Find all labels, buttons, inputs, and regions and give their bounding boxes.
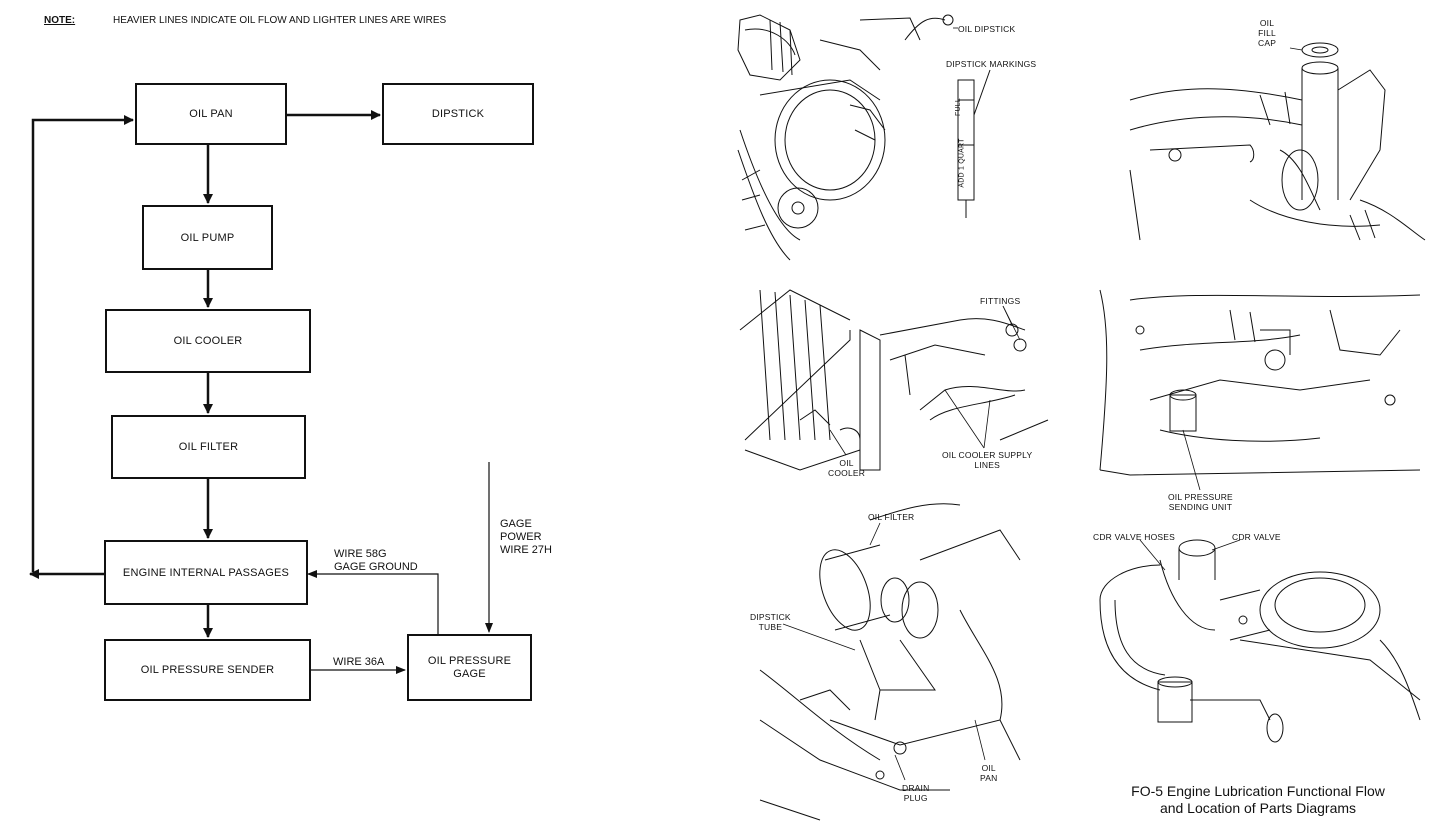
figure-caption-line-1: FO-5 Engine Lubrication Functional Flow xyxy=(1078,783,1432,800)
parts-leader-lines xyxy=(783,28,1302,780)
dipstick-markings-label: DIPSTICK MARKINGS xyxy=(946,59,1036,69)
dipstick-tube-label: DIPSTICK TUBE xyxy=(750,612,791,632)
oil-pan-part-label: OIL PAN xyxy=(980,763,997,783)
oil-fill-cap-illustration xyxy=(1130,43,1425,240)
oil-fill-cap-label: OIL FILL CAP xyxy=(1258,18,1276,48)
oil-pressure-sending-text-1: OIL PRESSURE xyxy=(1168,492,1233,502)
drain-plug-text-2: PLUG xyxy=(902,793,929,803)
oil-pan-part-text-1: OIL xyxy=(980,763,997,773)
oil-fill-cap-text-3: CAP xyxy=(1258,38,1276,48)
oil-dipstick-label: OIL DIPSTICK xyxy=(958,24,1015,34)
oil-fill-cap-text-1: OIL xyxy=(1258,18,1276,28)
figure-caption: FO-5 Engine Lubrication Functional Flow … xyxy=(1078,783,1432,817)
oil-pressure-sending-unit-label: OIL PRESSURE SENDING UNIT xyxy=(1168,492,1233,512)
dipstick-full-mark: FULL xyxy=(954,98,964,116)
oil-cooler-supply-text-1: OIL COOLER SUPPLY xyxy=(942,450,1032,460)
dipstick-illustration xyxy=(905,15,990,218)
drain-plug-label: DRAIN PLUG xyxy=(902,783,929,803)
oil-cooler-supply-text-2: LINES xyxy=(942,460,1032,470)
cdr-valve-illustration xyxy=(1100,540,1420,742)
oil-cooler-illustration xyxy=(740,290,1048,470)
alternator-illustration xyxy=(738,15,920,260)
dipstick-add-quart-mark: ADD 1 QUART xyxy=(958,138,968,187)
cdr-valve-label: CDR VALVE xyxy=(1232,532,1281,542)
dipstick-tube-text-2: TUBE xyxy=(750,622,791,632)
oil-cooler-part-text-1: OIL xyxy=(828,458,865,468)
figure-caption-line-2: and Location of Parts Diagrams xyxy=(1078,800,1432,817)
oil-cooler-part-label: OIL COOLER xyxy=(828,458,865,478)
oil-cooler-part-text-2: COOLER xyxy=(828,468,865,478)
drain-plug-text-1: DRAIN xyxy=(902,783,929,793)
oil-pressure-sending-text-2: SENDING UNIT xyxy=(1168,502,1233,512)
oil-filter-part-label: OIL FILTER xyxy=(868,512,914,522)
oil-pressure-sending-unit-illustration xyxy=(1100,290,1420,475)
oil-pan-part-text-2: PAN xyxy=(980,773,997,783)
fittings-label: FITTINGS xyxy=(980,296,1020,306)
oil-cooler-supply-lines-label: OIL COOLER SUPPLY LINES xyxy=(942,450,1032,470)
cdr-valve-hoses-label: CDR VALVE HOSES xyxy=(1093,532,1175,542)
oil-fill-cap-text-2: FILL xyxy=(1258,28,1276,38)
dipstick-tube-text-1: DIPSTICK xyxy=(750,612,791,622)
